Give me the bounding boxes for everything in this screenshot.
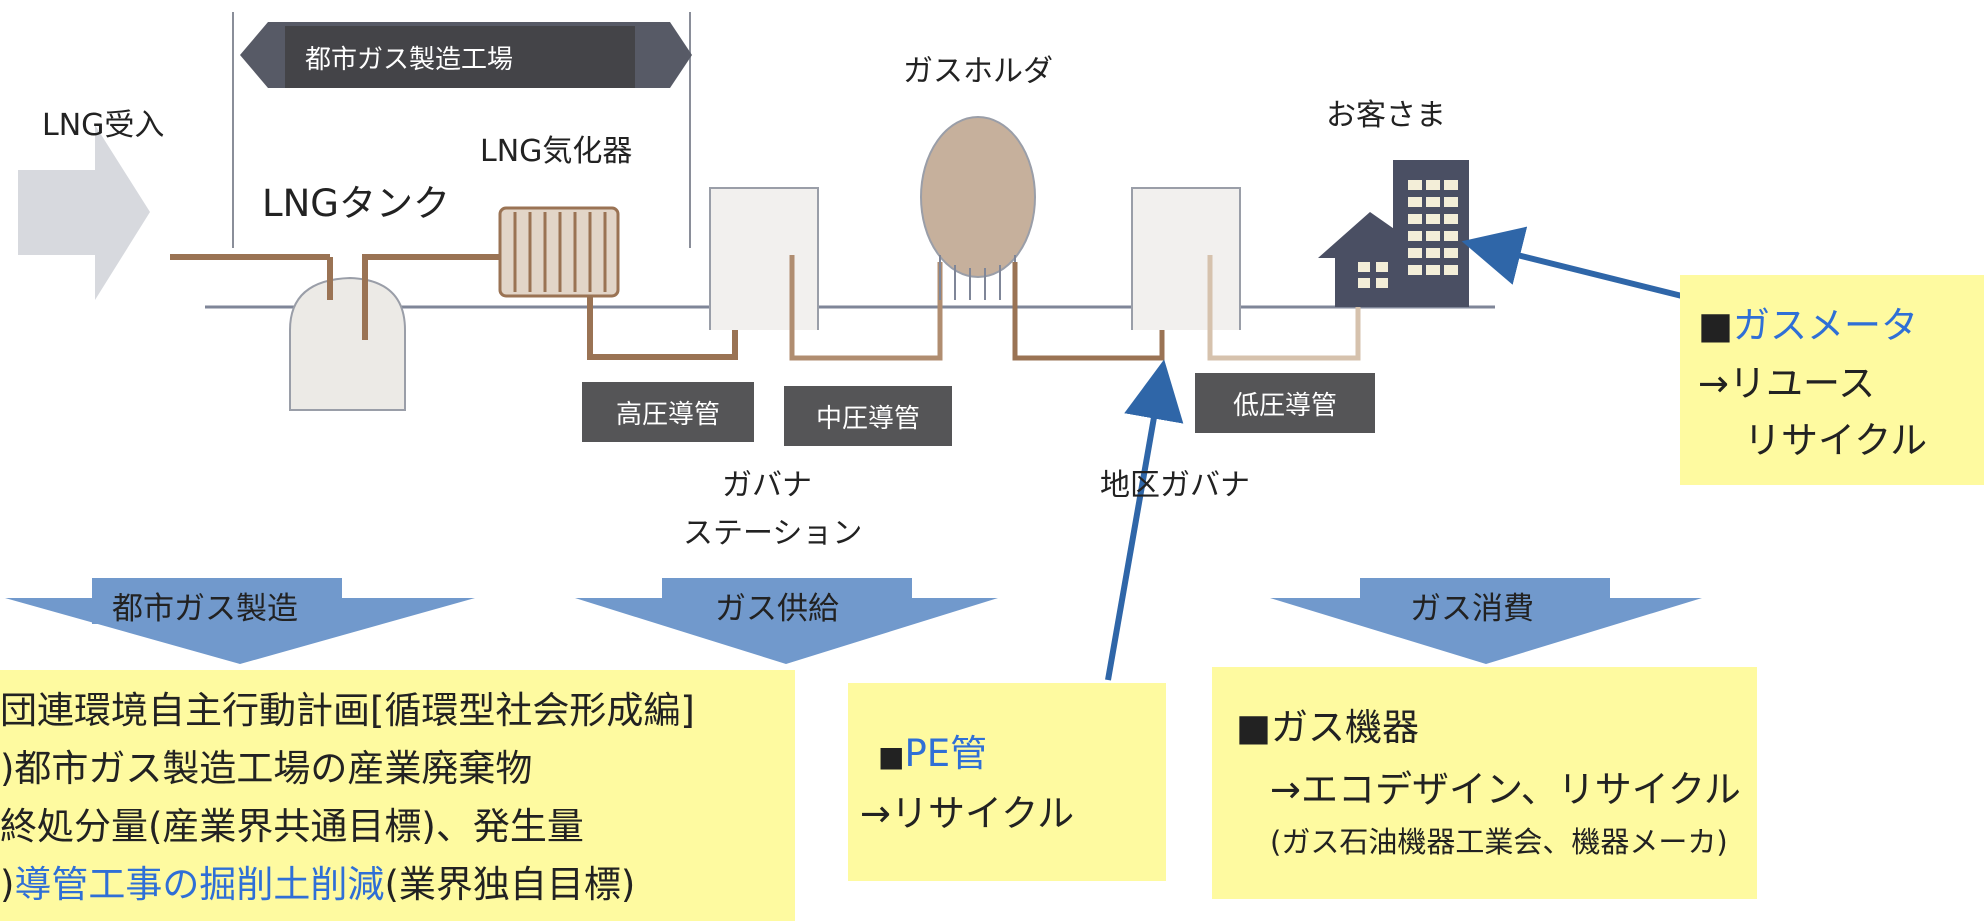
consumption-stage-label: ガス消費 (1410, 591, 1534, 627)
governor-station-label-1: ガバナ (722, 468, 812, 503)
gas-holder-label: ガスホルダ (903, 54, 1053, 89)
factory-banner-label: 都市ガス製造工場 (305, 45, 514, 75)
pe-title: PE管 (904, 732, 988, 775)
plan-line4-suffix: (業界独自目標) (384, 863, 636, 906)
lng-receive-label: LNG受入 (42, 108, 165, 143)
gas-meter-note: ■ガスメータ →リユース リサイクル (1680, 275, 1984, 485)
plan-line1: 団連環境自主行動計画[循環型社会形成編] (0, 689, 695, 732)
meter-pointer-arrow (1461, 226, 1691, 301)
plan-line4-prefix: ) (0, 863, 15, 906)
pe-line2: →リサイクル (860, 792, 1075, 835)
pe-pointer-arrow (1105, 359, 1184, 681)
low-pressure-pill: 低圧導管 (1195, 373, 1375, 433)
gas-holder (920, 116, 1036, 278)
district-governor-label: 地区ガバナ (1100, 468, 1250, 503)
appliance-title: ■ガス機器 (1236, 706, 1419, 749)
appliance-line2: →エコデザイン、リサイクル (1270, 768, 1741, 811)
supply-stage-label: ガス供給 (715, 591, 839, 627)
keidanren-plan-note: 団連環境自主行動計画[循環型社会形成編] )都市ガス製造工場の産業廃棄物 終処分… (0, 670, 795, 921)
high-pressure-pill: 高圧導管 (582, 382, 754, 442)
lng-tank-label: LNGタンク (262, 182, 450, 225)
governor-station-label-2: ステーション (683, 516, 863, 551)
production-stage-label: 都市ガス製造 (112, 591, 298, 627)
appliance-line3: (ガス石油機器工業会、機器メーカ) (1270, 825, 1728, 859)
lng-tank (289, 276, 406, 411)
meter-line3: リサイクル (1744, 419, 1928, 462)
lng-vaporizer-label: LNG気化器 (480, 134, 633, 169)
customer-label: お客さま (1326, 98, 1446, 133)
meter-bullet: ■ (1698, 304, 1733, 347)
factory-banner-plate (285, 26, 635, 88)
plan-line2: )都市ガス製造工場の産業廃棄物 (0, 747, 533, 790)
plan-line3: 終処分量(産業界共通目標)、発生量 (0, 805, 584, 848)
lng-receive-arrow (18, 125, 150, 300)
meter-title: ガスメータ (1732, 304, 1918, 347)
building-windows (1358, 180, 1458, 288)
pe-bullet: ■ (878, 740, 905, 773)
mid-pressure-pipe (789, 255, 943, 361)
pe-pipe-note: ■PE管 →リサイクル (848, 683, 1166, 881)
meter-line2: →リユース (1698, 362, 1876, 405)
appliance-note: ■ガス機器 →エコデザイン、リサイクル (ガス石油機器工業会、機器メーカ) (1212, 667, 1757, 899)
mid-pressure-pill: 中圧導管 (784, 386, 952, 446)
district-governor (1131, 187, 1241, 330)
lng-tank-pipe-out (362, 254, 500, 340)
plan-line4-highlight: 導管工事の掘削土削減 (14, 863, 385, 906)
low-pressure-pipe (1207, 255, 1361, 361)
